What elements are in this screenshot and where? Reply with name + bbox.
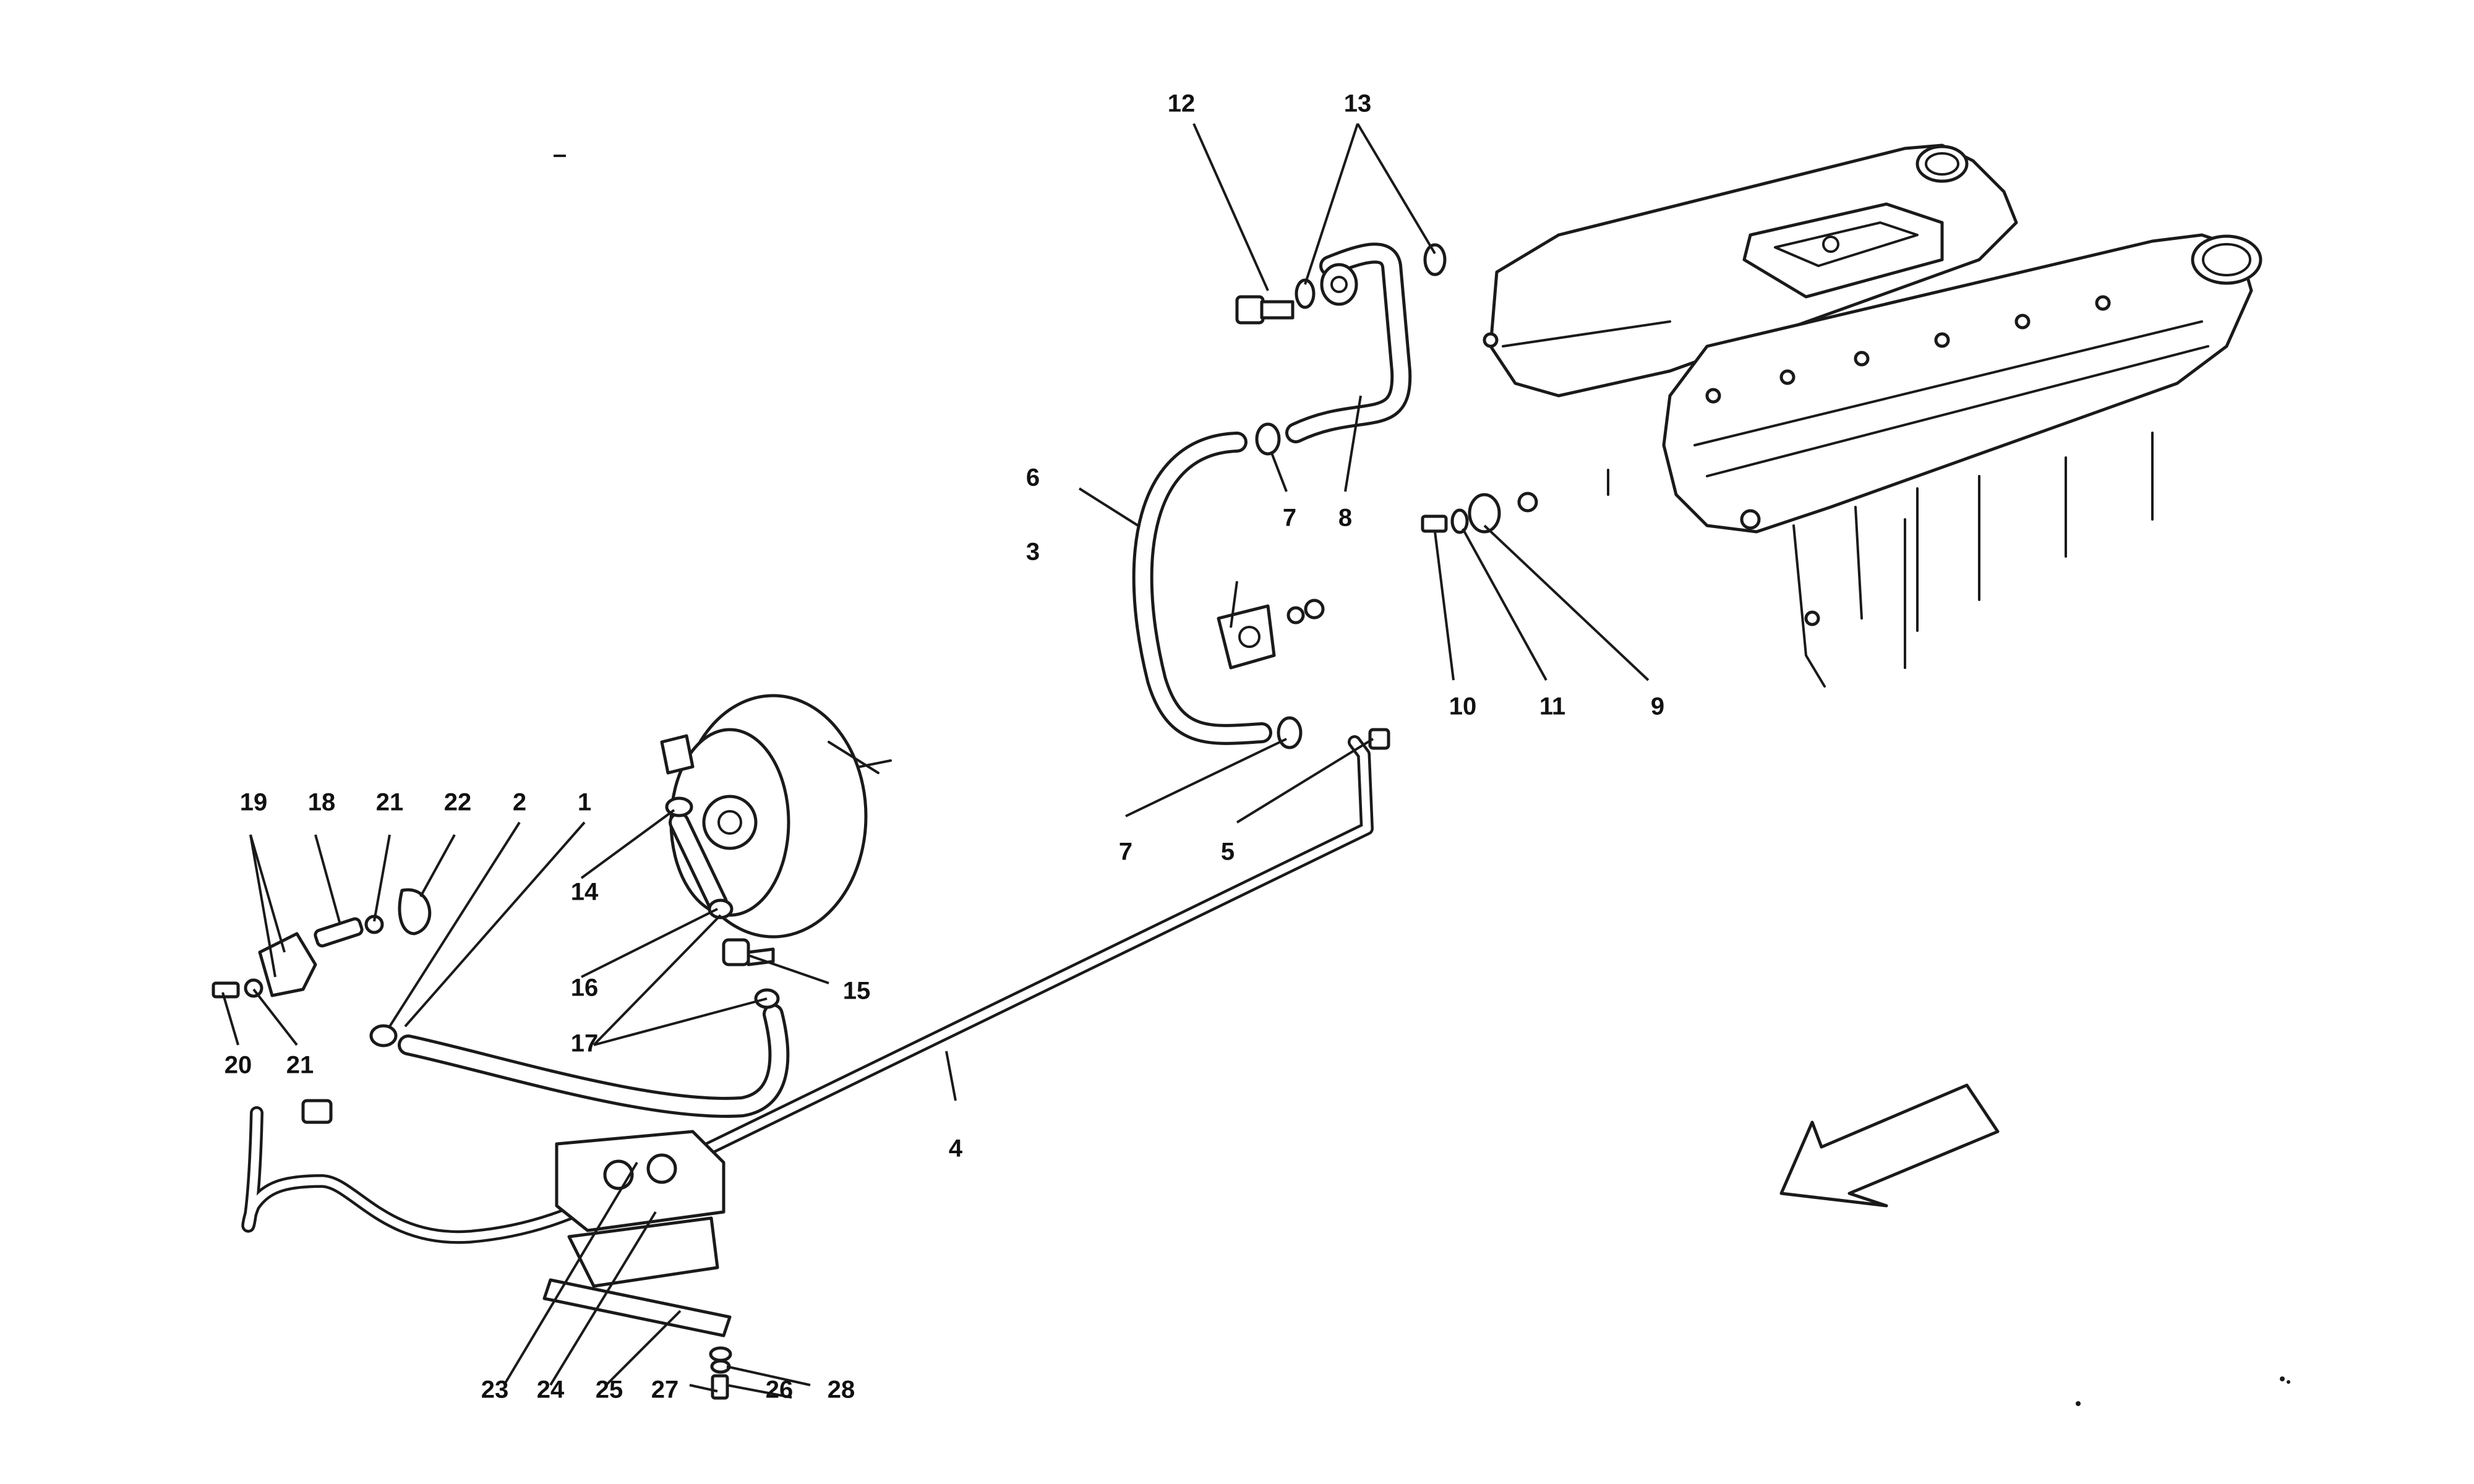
callout-24: 24 [537, 1376, 565, 1404]
engine-intake-plenum [1483, 143, 2262, 688]
callout-28: 28 [828, 1376, 855, 1404]
callout-2: 2 [513, 789, 526, 816]
callout-12: 12 [1168, 90, 1196, 117]
leader-lines [221, 122, 1650, 1399]
callout-14: 14 [571, 879, 599, 906]
callout-21-upper: 21 [376, 789, 404, 816]
callout-18: 18 [308, 789, 336, 816]
callout-16: 16 [571, 974, 599, 1002]
callout-19: 19 [240, 789, 268, 816]
callout-26: 26 [766, 1376, 794, 1404]
callout-13: 13 [1344, 90, 1372, 117]
callout-7-lower: 7 [1119, 838, 1132, 866]
arrow-left-down-icon [1779, 1083, 2000, 1208]
callout-21-lower: 21 [286, 1052, 314, 1079]
callout-5: 5 [1221, 838, 1235, 866]
callout-22: 22 [444, 789, 472, 816]
callout-labels: 1 2 3 4 5 6 7 7 8 9 10 11 12 13 14 15 16… [225, 90, 1664, 1404]
callout-15: 15 [843, 978, 871, 1005]
callout-25: 25 [596, 1376, 623, 1404]
callout-11: 11 [1539, 693, 1565, 720]
callout-7-upper: 7 [1283, 505, 1296, 532]
callout-9: 9 [1651, 693, 1664, 720]
scan-marks [554, 155, 2290, 1406]
fittings [212, 243, 1538, 1400]
callout-20: 20 [225, 1052, 252, 1079]
callout-17: 17 [571, 1030, 599, 1057]
callout-4: 4 [949, 1135, 963, 1162]
callout-23: 23 [481, 1376, 509, 1404]
callout-8: 8 [1338, 505, 1352, 532]
callout-1: 1 [578, 789, 591, 816]
callout-27: 27 [651, 1376, 679, 1404]
callout-3: 3 [1026, 539, 1040, 566]
brake-booster [660, 694, 892, 939]
callout-10: 10 [1449, 693, 1477, 720]
callout-6: 6 [1026, 464, 1040, 492]
